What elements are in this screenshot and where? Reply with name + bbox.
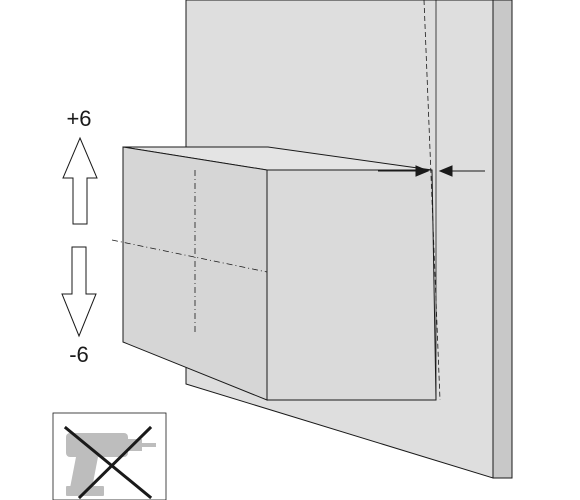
alignment-lines (423, 0, 441, 401)
drawer-box (122, 146, 437, 401)
down-adjust-label: -6 (69, 342, 89, 367)
power-drill-crossed-out-icon (52, 412, 167, 500)
gap-right-arrowhead (438, 165, 453, 177)
tilted-dashed-line (423, 0, 441, 401)
arrow-down-icon (61, 246, 97, 338)
gap-left-arrowhead (415, 165, 430, 177)
box-front-face (266, 169, 437, 401)
horizontal-center-line (111, 239, 268, 273)
panel-edge (492, 0, 513, 479)
up-adjust-label: +6 (66, 106, 91, 131)
center-lines (111, 170, 268, 335)
gap-indicator (378, 165, 485, 177)
arrow-up-icon (62, 136, 98, 225)
